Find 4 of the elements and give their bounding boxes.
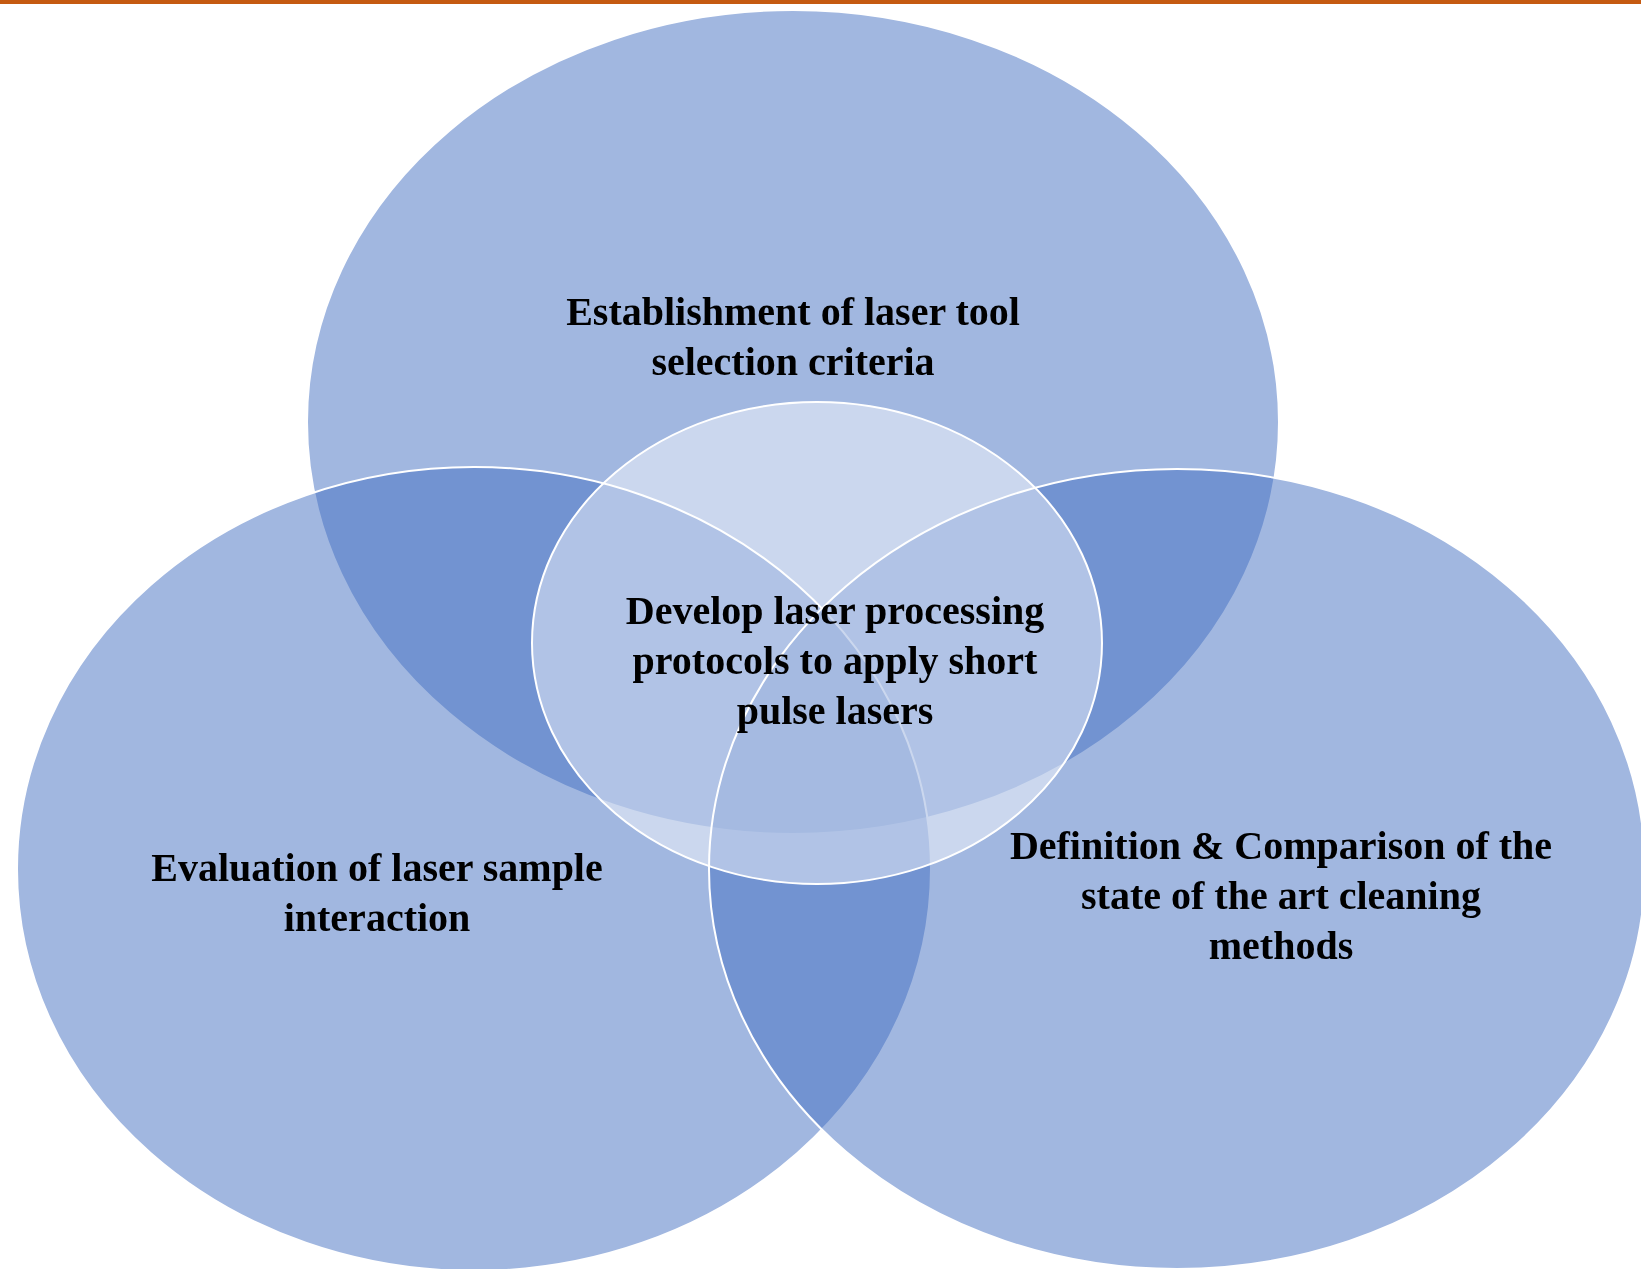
ellipse-label: Definition & Comparison of the state of the art cleaning methods [1008,822,1554,970]
ellipse-label: Establishment of laser tool selection criteria [565,288,1021,386]
ellipse-label: Evaluation of laser sample interaction [150,844,604,942]
ellipse-label: Develop laser processing protocols to apply short pulse lasers [624,587,1046,735]
